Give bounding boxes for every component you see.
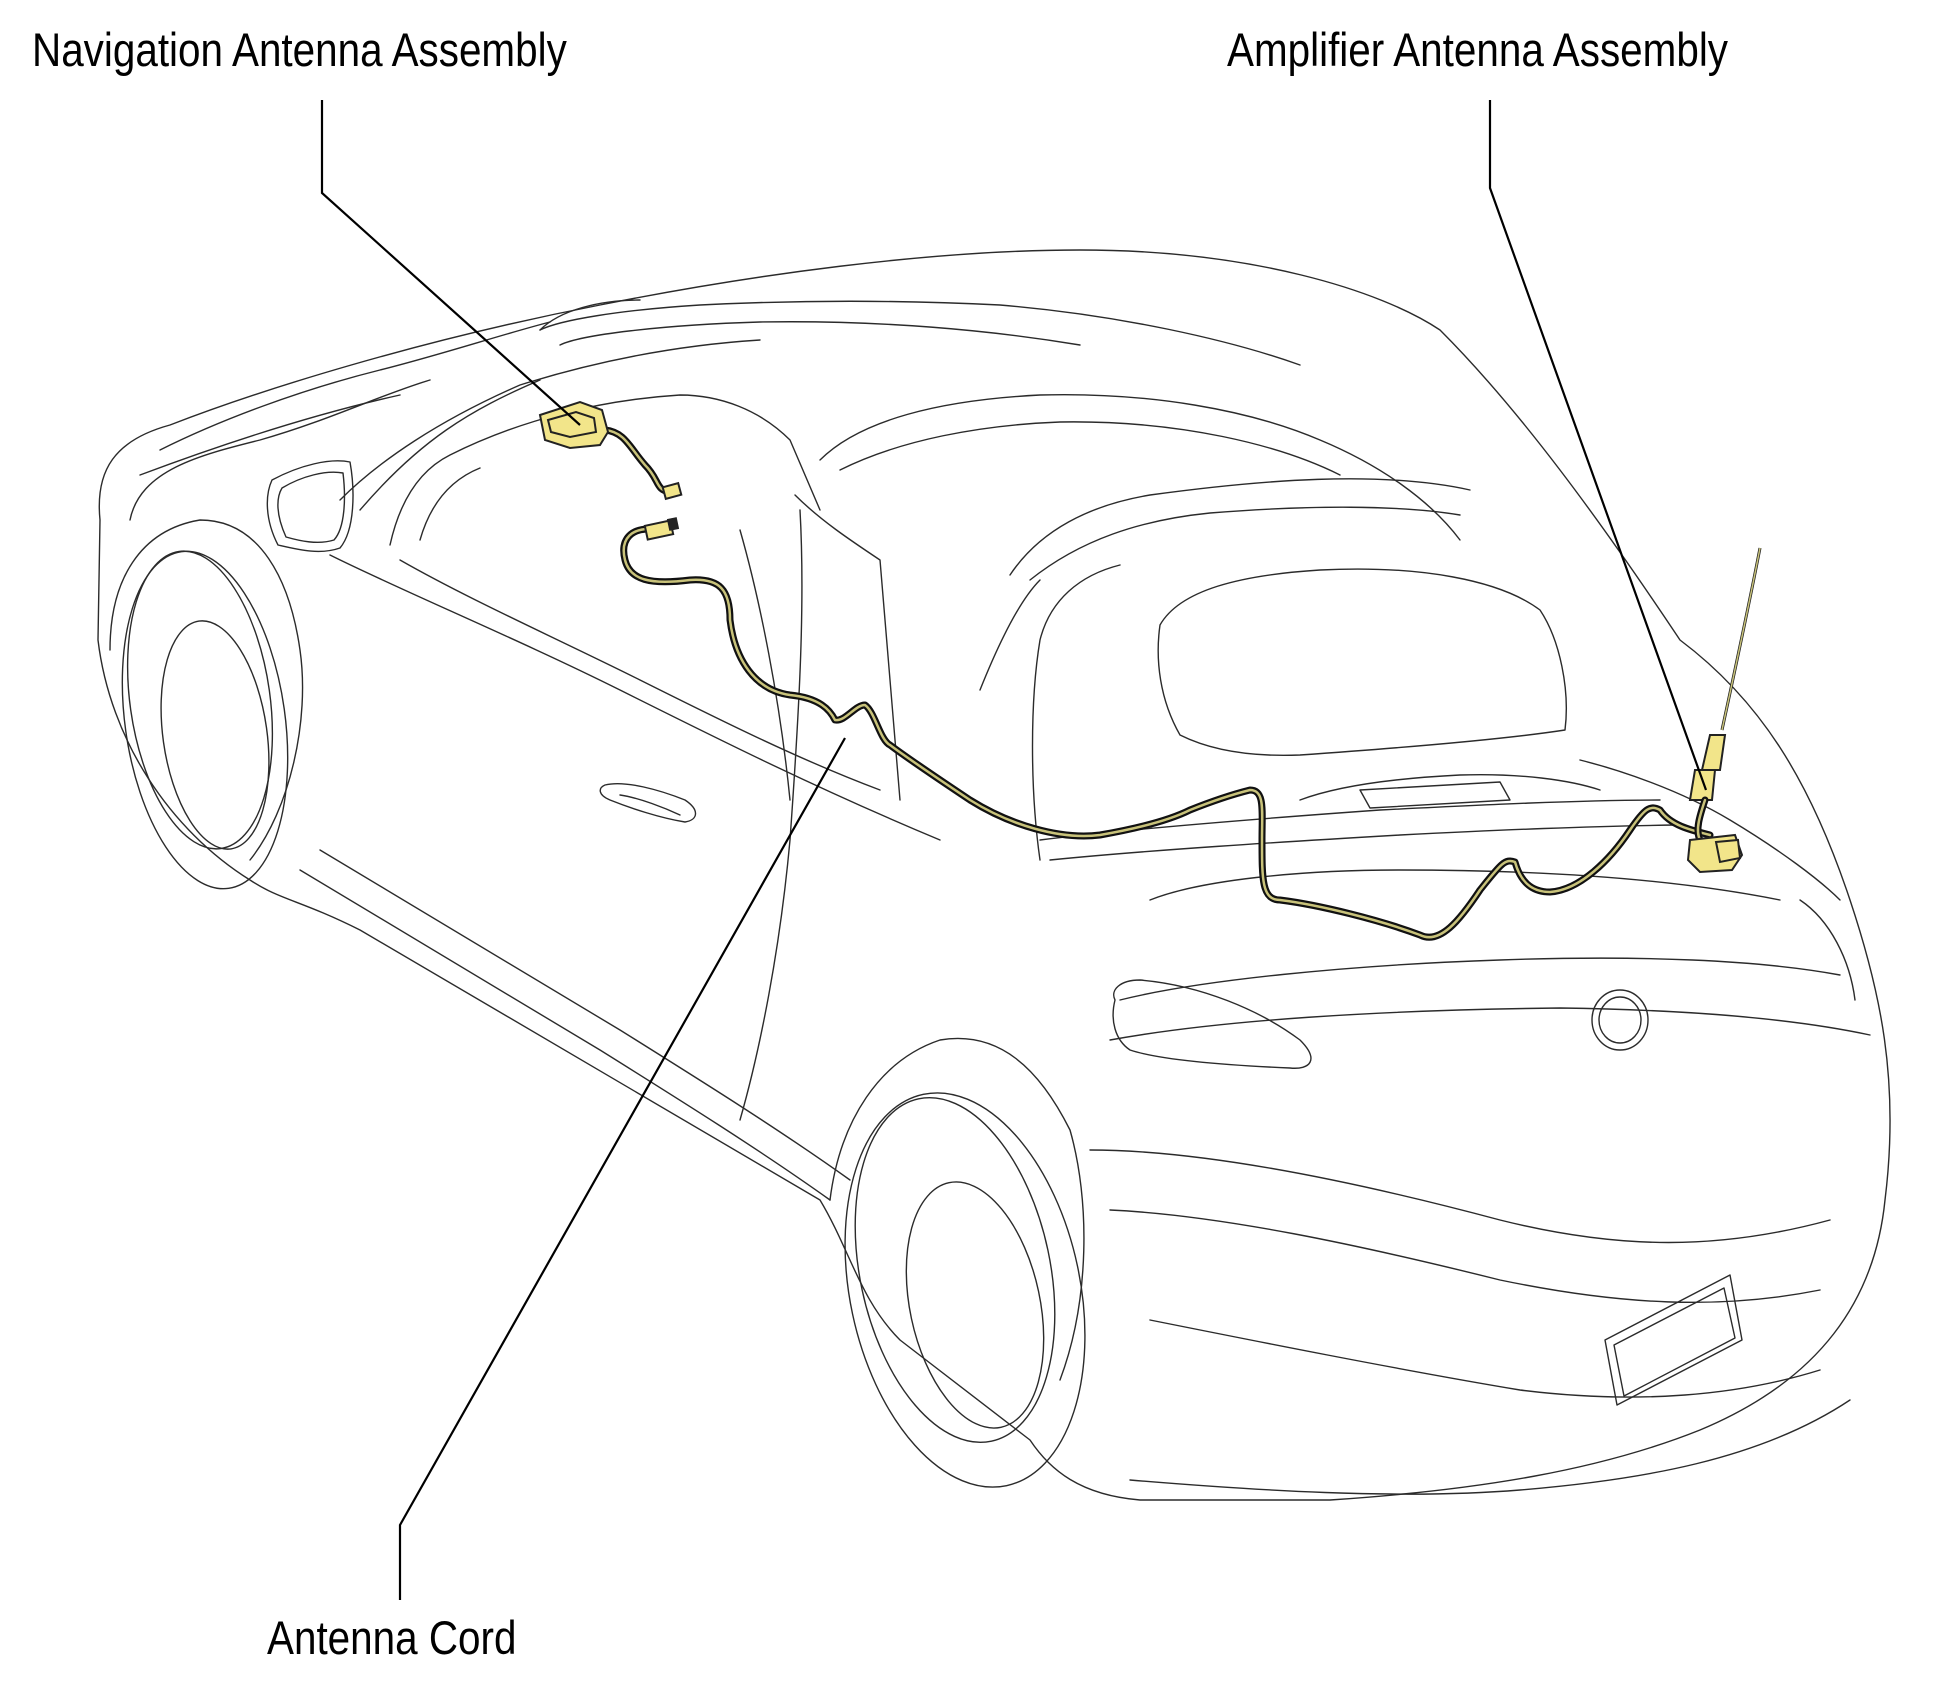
amplifier-antenna-part [1686, 547, 1762, 874]
amplifier-antenna-leader [1488, 100, 1708, 791]
navigation-antenna-part [538, 400, 683, 501]
leader-lines [320, 100, 1708, 1600]
antenna-cord-label: Antenna Cord [267, 1611, 517, 1664]
car-body-outline [97, 249, 1891, 1501]
antenna-cord [620, 517, 1714, 941]
amplifier-antenna-label: Amplifier Antenna Assembly [1227, 23, 1729, 76]
navigation-antenna-label: Navigation Antenna Assembly [32, 23, 567, 76]
navigation-antenna-leader [320, 100, 581, 426]
antenna-cord-leader [398, 737, 846, 1600]
